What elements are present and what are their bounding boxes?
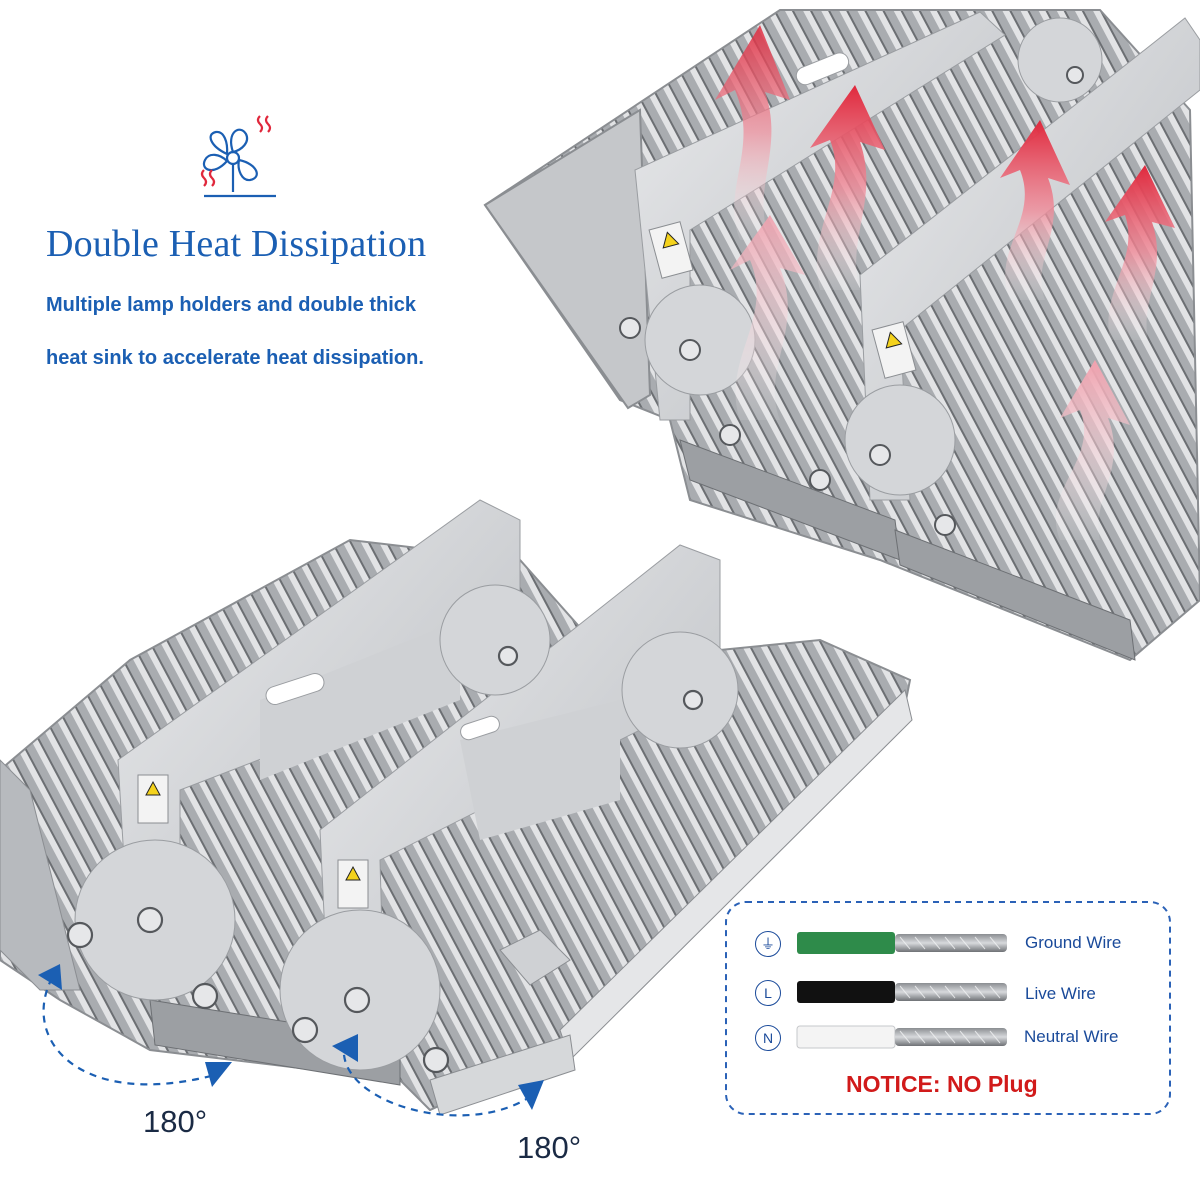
heat-flow-arrows <box>715 25 1175 540</box>
neutral-symbol-icon: N <box>755 1025 781 1051</box>
neutral-wire-label: Neutral Wire <box>1024 1027 1119 1046</box>
fan-heat-icon <box>200 115 276 198</box>
feature-description-line-1: Multiple lamp holders and double thick <box>46 294 417 316</box>
rotation-indicators <box>42 977 529 1117</box>
top-lamp-assembly <box>483 9 1200 662</box>
live-wire-label: Live Wire <box>1025 984 1096 1003</box>
bottom-lamp-assembly <box>0 499 913 1116</box>
rotation-angle-left: 180° <box>143 1104 208 1139</box>
feature-description-line-2: heat sink to accelerate heat dissipation… <box>46 347 424 369</box>
feature-title: Double Heat Dissipation <box>46 223 427 265</box>
ground-symbol-icon: ⏚ <box>755 931 781 957</box>
live-symbol-icon: L <box>755 980 781 1006</box>
wiring-panel <box>725 901 1171 1115</box>
ground-wire-label: Ground Wire <box>1025 933 1122 952</box>
notice-text: NOTICE: NO Plug <box>846 1071 1038 1097</box>
rotation-angle-right: 180° <box>517 1130 582 1165</box>
